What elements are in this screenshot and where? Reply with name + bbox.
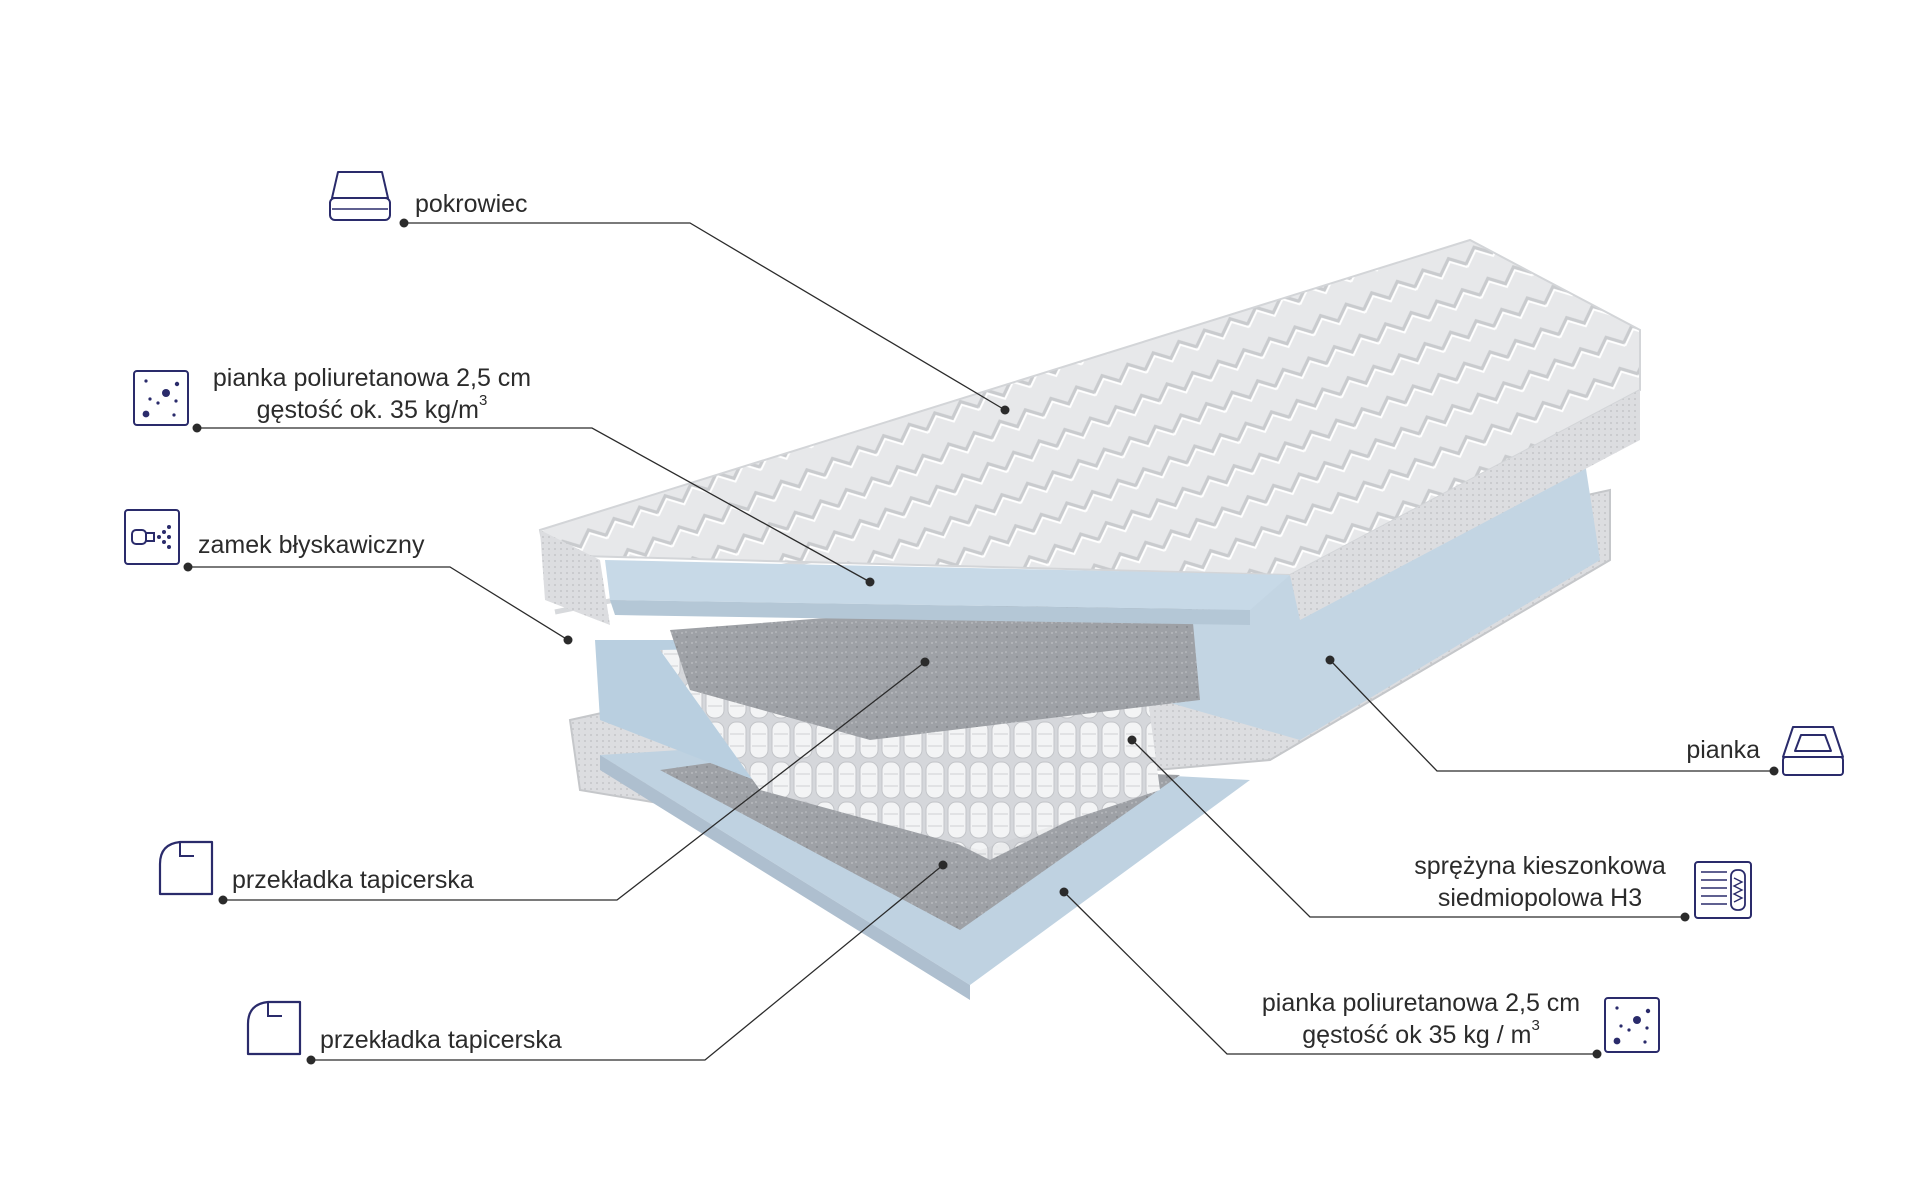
pocket-spring-icon [1693, 860, 1753, 920]
callout-label-foam-frame: pianka [1686, 736, 1760, 764]
callout-label-cover: pokrowiec [415, 190, 528, 218]
callout-dot [1680, 912, 1690, 922]
mattress-cover-icon [326, 168, 394, 226]
leader-line-cover [404, 222, 1006, 411]
leader-line-foam-frame [1329, 659, 1774, 772]
foam-density-icon [132, 369, 190, 427]
callout-dot [183, 562, 193, 572]
leader-line-pad-upper [223, 661, 926, 901]
callout-dot [1592, 1049, 1602, 1059]
callout-dot [920, 657, 930, 667]
callout-dot [1325, 655, 1335, 665]
callout-dot [865, 577, 875, 587]
upholstery-pad-icon [156, 838, 216, 898]
callout-dot [1059, 887, 1069, 897]
callout-dot [1000, 405, 1010, 415]
callout-label-bottom-foam: pianka poliuretanowa 2,5 cm gęstość ok 3… [1261, 989, 1581, 1049]
leader-line-spring [1131, 739, 1685, 918]
leader-line-bottom-foam [1063, 891, 1597, 1055]
callout-label-pad-lower: przekładka tapicerska [320, 1026, 562, 1054]
callout-dot [1769, 766, 1779, 776]
foam-density-icon [1603, 996, 1661, 1054]
callout-label-top-foam: pianka poliuretanowa 2,5 cm gęstość ok. … [212, 364, 532, 424]
foam-frame-icon [1781, 721, 1845, 779]
callout-dot [399, 218, 409, 228]
callout-dot [1127, 735, 1137, 745]
zipper-icon [123, 508, 181, 566]
callout-dot [192, 423, 202, 433]
leader-line-zipper [188, 566, 569, 641]
leader-line-pad-lower [311, 864, 944, 1061]
callout-dot [938, 860, 948, 870]
callout-dot [563, 635, 573, 645]
callout-label-pad-upper: przekładka tapicerska [232, 866, 474, 894]
callout-dot [218, 895, 228, 905]
leader-line-top-foam [197, 427, 871, 583]
callout-label-zipper: zamek błyskawiczny [198, 531, 425, 559]
callout-label-spring: sprężyna kieszonkowa siedmiopolowa H3 [1414, 852, 1666, 912]
callout-dot [306, 1055, 316, 1065]
upholstery-pad-icon [244, 998, 304, 1058]
